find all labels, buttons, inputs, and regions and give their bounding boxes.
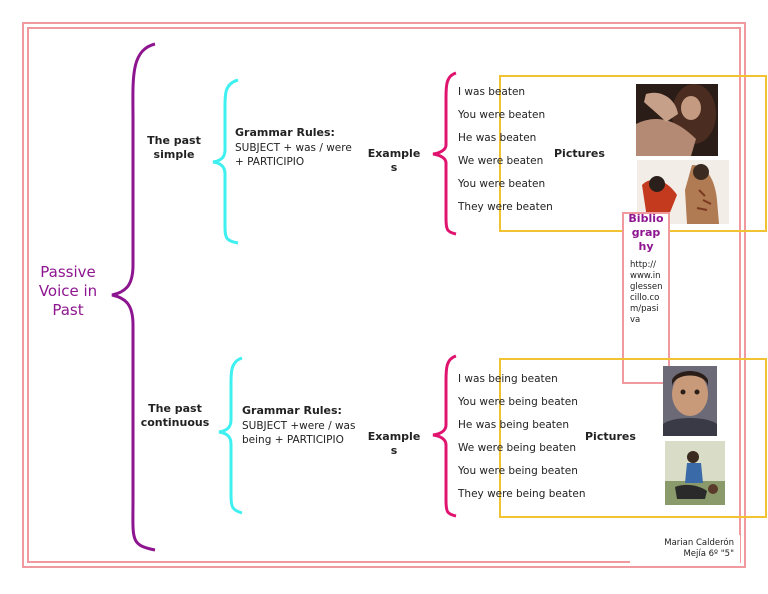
example-item: You were being beaten <box>458 465 578 477</box>
bibliography-title: Biblio grap hy <box>628 212 664 253</box>
root-brace <box>111 42 156 552</box>
photo-woman-hands <box>636 84 718 156</box>
author-credit: Marian Calderón Mejía 6º "5" <box>664 538 734 559</box>
rules-text-1: SUBJECT + was / were + PARTICIPIO <box>235 142 352 168</box>
example-item: They were being beaten <box>458 488 586 500</box>
rules-brace-1 <box>212 78 239 245</box>
example-item: They were beaten <box>458 201 553 213</box>
examples-brace-1 <box>432 71 457 236</box>
author-box: Marian Calderón Mejía 6º "5" <box>630 535 740 565</box>
examples-label-1: Example s <box>367 147 421 174</box>
photo-back-injury <box>637 160 729 224</box>
branch-label-past-continuous: The past continuous <box>140 402 210 429</box>
example-item: You were beaten <box>458 178 546 190</box>
rules-title-2: Grammar Rules: <box>242 404 342 417</box>
example-item: I was beaten <box>458 86 526 98</box>
example-item: He was being beaten <box>458 419 570 431</box>
examples-brace-2 <box>432 354 457 518</box>
example-item: You were being beaten <box>458 396 578 408</box>
root-label: Passive Voice in Past <box>38 263 98 319</box>
example-item: I was being beaten <box>458 373 558 385</box>
outer-frame <box>22 22 746 568</box>
rules-text-2: SUBJECT +were / was being + PARTICIPIO <box>242 420 356 446</box>
rules-brace-2 <box>218 356 243 515</box>
example-item: You were beaten <box>458 109 546 121</box>
pictures-label-1: Pictures <box>554 147 605 160</box>
example-item: He was beaten <box>458 132 537 144</box>
photo-bullying-scene <box>665 441 725 505</box>
inner-frame <box>27 27 741 563</box>
rules-title-1: Grammar Rules: <box>235 126 335 139</box>
example-item: We were beaten <box>458 155 544 167</box>
examples-label-2: Example s <box>367 430 421 457</box>
branch-label-past-simple: The past simple <box>147 134 201 161</box>
pictures-box-2 <box>499 358 767 518</box>
pictures-label-2: Pictures <box>585 430 636 443</box>
bibliography-box: Biblio grap hy http:// www.in glessen ci… <box>622 212 670 384</box>
bibliography-url: http:// www.in glessen cillo.co m/pasi v… <box>630 260 663 325</box>
photo-child-face <box>663 366 717 436</box>
example-item: We were being beaten <box>458 442 576 454</box>
